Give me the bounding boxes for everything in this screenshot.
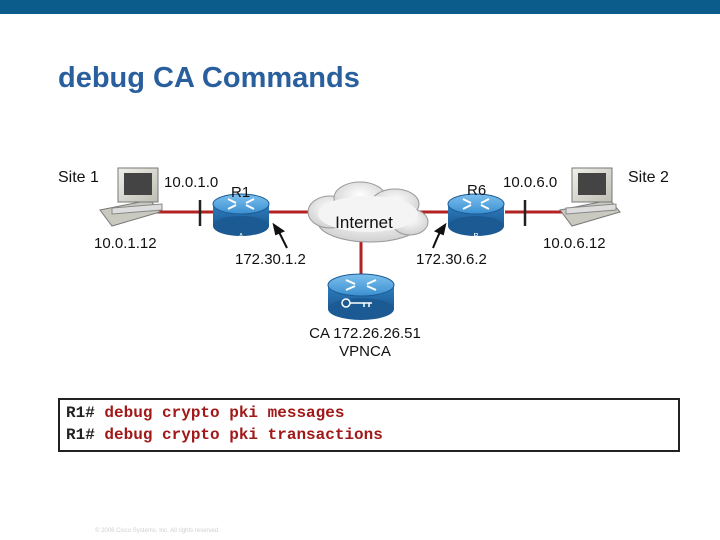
- r6-label: R6: [467, 182, 487, 199]
- net1-label: 10.0.1.0: [164, 174, 219, 191]
- copyright-footer: © 2006 Cisco Systems, Inc. All rights re…: [95, 528, 220, 534]
- r6-ip-label: 172.30.6.2: [416, 251, 487, 268]
- cli-prompt: R1#: [66, 404, 105, 422]
- host6-label: 10.0.6.12: [543, 235, 606, 252]
- cli-line-1: R1# debug crypto pki messages: [66, 404, 344, 422]
- segment-bars: [198, 200, 527, 226]
- r1-letter: A: [238, 232, 244, 241]
- header-bar: [0, 0, 720, 14]
- key-icon: [341, 298, 372, 308]
- network-links: [152, 210, 570, 280]
- router-r6-icon: [447, 193, 505, 236]
- arrow-r6-ip-icon: [432, 222, 447, 249]
- cli-line-2: R1# debug crypto pki transactions: [66, 426, 383, 444]
- cli-box: R1# debug crypto pki messages R1# debug …: [58, 398, 680, 452]
- site1-label: Site 1: [58, 169, 99, 186]
- arrow-r1-ip-icon: [272, 222, 288, 249]
- r6-letter: B: [473, 232, 478, 241]
- slide-title: debug CA Commands: [58, 62, 360, 94]
- cli-prompt: R1#: [66, 426, 105, 444]
- r1-ip-label: 172.30.1.2: [235, 251, 306, 268]
- net6-label: 10.0.6.0: [503, 174, 558, 191]
- ca-router-icon: [327, 273, 395, 320]
- r1-label: R1: [231, 184, 251, 201]
- site1-pc-icon: [99, 167, 163, 227]
- internet-label: Internet: [335, 213, 393, 232]
- router-r1-icon: [212, 193, 270, 236]
- ca-label: CA 172.26.26.51 VPNCA: [300, 325, 430, 361]
- internet-cloud-icon: [307, 181, 429, 243]
- site2-pc-icon: [559, 167, 621, 227]
- site2-label: Site 2: [628, 169, 669, 186]
- host1-label: 10.0.1.12: [94, 235, 157, 252]
- ca-address-label: CA 172.26.26.51: [309, 325, 421, 342]
- ca-name-label: VPNCA: [339, 343, 391, 360]
- cli-command: debug crypto pki messages: [104, 404, 345, 422]
- cli-command: debug crypto pki transactions: [104, 426, 383, 444]
